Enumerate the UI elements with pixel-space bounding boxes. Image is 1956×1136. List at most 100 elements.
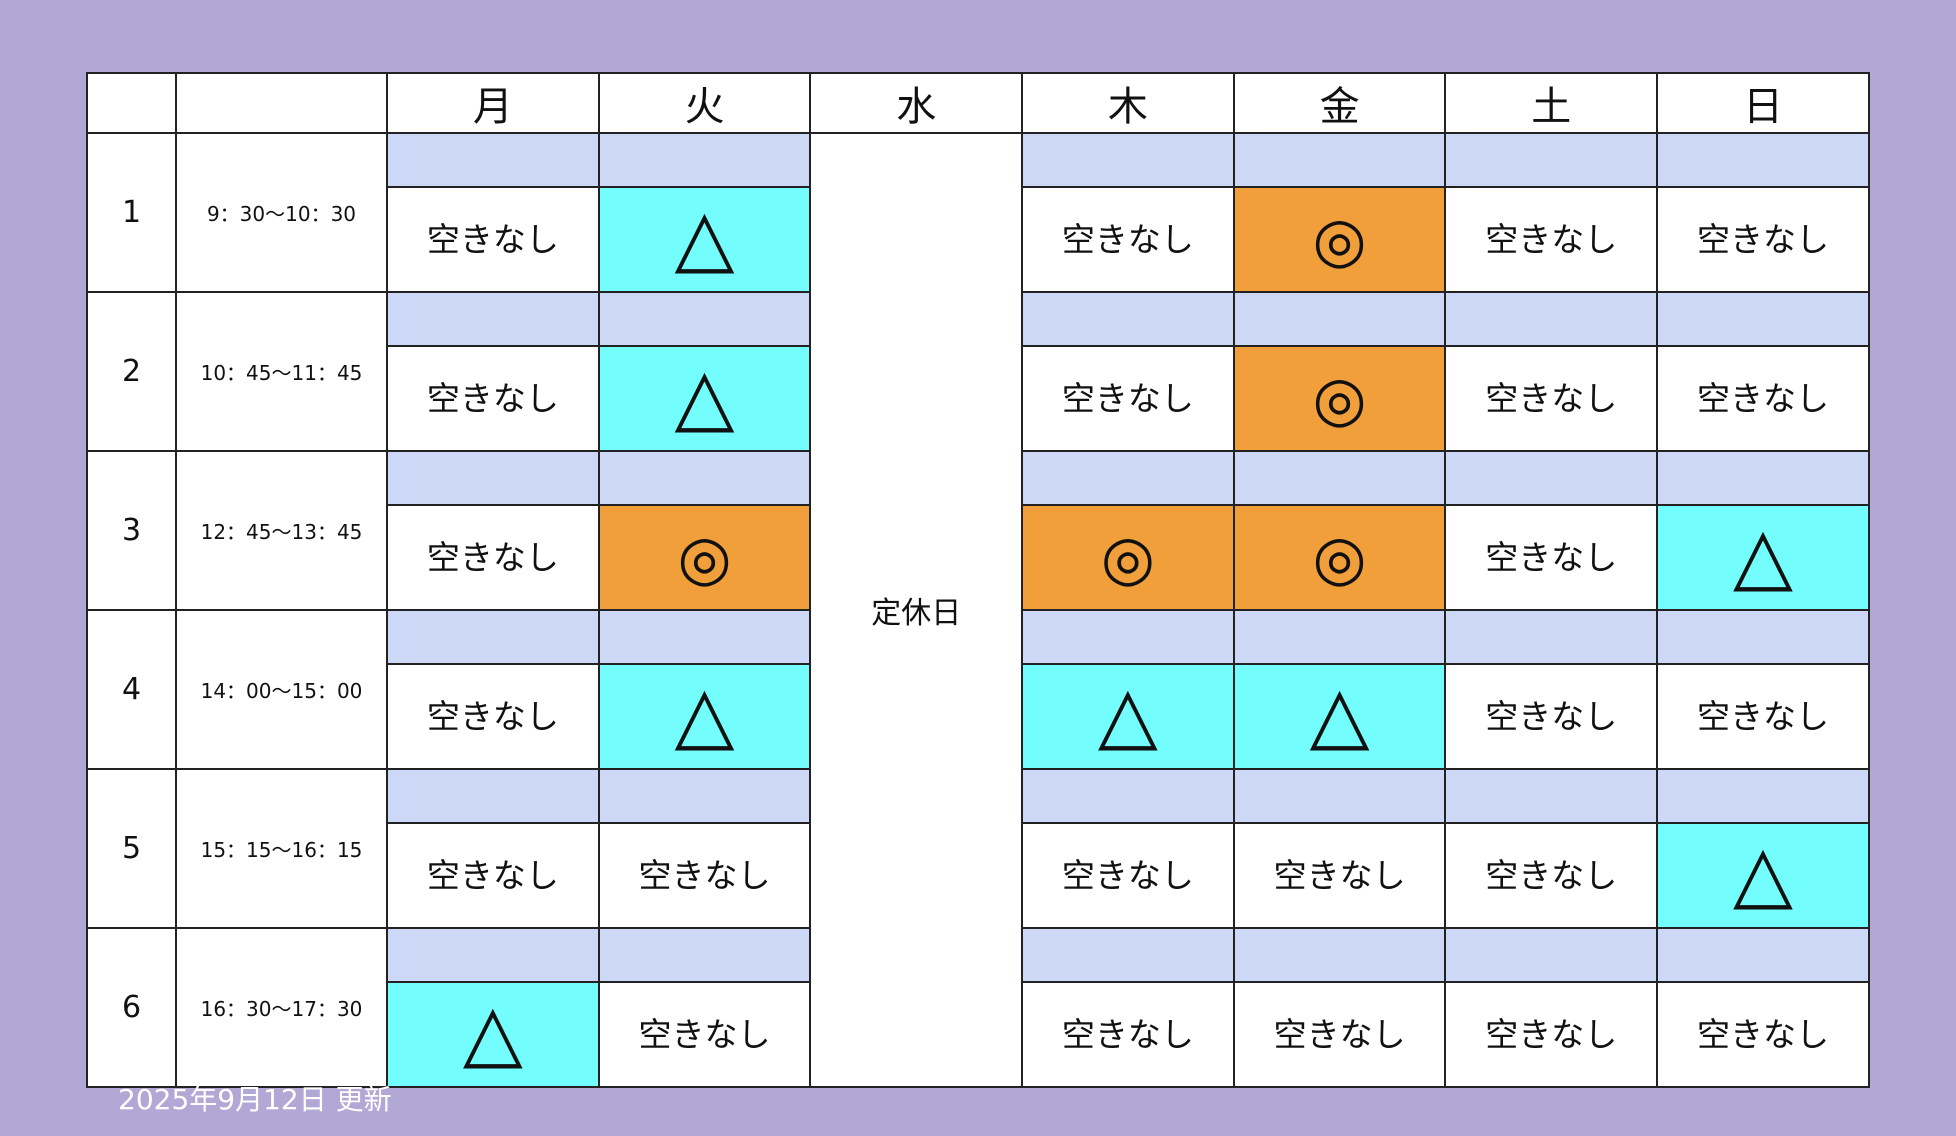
slot-time: 12：45〜13：45 xyxy=(175,450,388,611)
availability-cell-none: 空きなし xyxy=(1021,981,1235,1088)
availability-cell-none: 空きなし xyxy=(1232,822,1447,929)
slot-row: 空きなし空きなし空きなし空きなし空きなし△ xyxy=(87,822,1870,929)
slot-time: 9：30〜10：30 xyxy=(175,132,388,293)
double-circle-symbol: ◎ xyxy=(1312,202,1367,276)
band-cell xyxy=(597,768,812,824)
slot-number: 6 xyxy=(86,927,177,1088)
availability-cell-none: 空きなし xyxy=(1444,663,1659,770)
band-cell xyxy=(1656,450,1870,506)
no-availability-text: 空きなし xyxy=(1696,1015,1829,1054)
header-blank-num xyxy=(86,72,177,134)
no-availability-text: 空きなし xyxy=(638,856,771,895)
triangle-symbol: △ xyxy=(1732,828,1793,919)
availability-cell-none: 空きなし xyxy=(597,981,812,1088)
slot-row: 空きなし△△△空きなし空きなし xyxy=(87,663,1870,770)
double-circle-symbol: ◎ xyxy=(1312,520,1367,594)
availability-cell-none: 空きなし xyxy=(597,822,812,929)
band-cell xyxy=(1021,609,1235,665)
availability-cell-none: 空きなし xyxy=(1021,822,1235,929)
availability-cell-none: 空きなし xyxy=(386,186,600,293)
availability-cell-few: △ xyxy=(597,186,812,293)
no-availability-text: 空きなし xyxy=(426,379,559,418)
band-cell xyxy=(1444,927,1659,983)
availability-cell-open: ◎ xyxy=(1232,504,1447,611)
band-cell xyxy=(386,927,600,983)
band-cell xyxy=(1232,291,1447,347)
availability-cell-open: ◎ xyxy=(1232,345,1447,452)
band-cell xyxy=(1656,132,1870,188)
availability-cell-none: 空きなし xyxy=(1444,186,1659,293)
double-circle-symbol: ◎ xyxy=(1100,520,1155,594)
band-cell xyxy=(1444,609,1659,665)
band-cell xyxy=(597,609,812,665)
band-cell xyxy=(1444,450,1659,506)
availability-cell-none: 空きなし xyxy=(1232,981,1447,1088)
slot-number: 5 xyxy=(86,768,177,929)
day-header: 土 xyxy=(1444,72,1659,134)
availability-cell-open: ◎ xyxy=(1232,186,1447,293)
day-header: 月 xyxy=(386,72,600,134)
band-cell xyxy=(1021,450,1235,506)
no-availability-text: 空きなし xyxy=(426,220,559,259)
availability-cell-none: 空きなし xyxy=(1656,981,1870,1088)
availability-cell-none: 空きなし xyxy=(1656,663,1870,770)
band-cell xyxy=(386,450,600,506)
band-cell xyxy=(1656,927,1870,983)
availability-cell-none: 空きなし xyxy=(1444,981,1659,1088)
header-blank-time xyxy=(175,72,388,134)
no-availability-text: 空きなし xyxy=(1061,379,1194,418)
header-row: 月 火 水 木 金 土 日 xyxy=(86,72,1870,134)
slot-row: 空きなし△空きなし◎空きなし空きなし xyxy=(87,345,1870,452)
band-cell xyxy=(386,132,600,188)
band-cell xyxy=(597,132,812,188)
slot-number: 2 xyxy=(86,291,177,452)
slot-number: 1 xyxy=(86,132,177,293)
triangle-symbol: △ xyxy=(674,351,735,442)
band-cell xyxy=(597,927,812,983)
availability-cell-few: △ xyxy=(386,981,600,1088)
band-cell xyxy=(1232,450,1447,506)
slot-row: 空きなし△空きなし◎空きなし空きなし xyxy=(87,186,1870,293)
band-cell xyxy=(1656,291,1870,347)
availability-cell-few: △ xyxy=(597,345,812,452)
availability-cell-none: 空きなし xyxy=(1444,345,1659,452)
band-cell xyxy=(386,291,600,347)
availability-cell-none: 空きなし xyxy=(1656,186,1870,293)
band-cell xyxy=(1232,768,1447,824)
availability-cell-few: △ xyxy=(597,663,812,770)
day-header: 木 xyxy=(1021,72,1235,134)
triangle-symbol: △ xyxy=(1097,669,1158,760)
no-availability-text: 空きなし xyxy=(1061,1015,1194,1054)
no-availability-text: 空きなし xyxy=(1485,1015,1618,1054)
slot-time: 14：00〜15：00 xyxy=(175,609,388,770)
no-availability-text: 空きなし xyxy=(1485,220,1618,259)
slot-time: 10：45〜11：45 xyxy=(175,291,388,452)
no-availability-text: 空きなし xyxy=(1696,379,1829,418)
availability-cell-none: 空きなし xyxy=(1021,345,1235,452)
updated-date: 2025年9月12日 更新 xyxy=(118,1083,392,1116)
availability-cell-none: 空きなし xyxy=(1444,822,1659,929)
availability-cell-few: △ xyxy=(1232,663,1447,770)
day-header: 日 xyxy=(1656,72,1870,134)
band-cell xyxy=(597,450,812,506)
slot-time: 15：15〜16：15 xyxy=(175,768,388,929)
no-availability-text: 空きなし xyxy=(1696,220,1829,259)
band-cell xyxy=(597,291,812,347)
triangle-symbol: △ xyxy=(674,192,735,283)
band-cell xyxy=(386,609,600,665)
no-availability-text: 空きなし xyxy=(1485,538,1618,577)
triangle-symbol: △ xyxy=(1732,510,1793,601)
no-availability-text: 空きなし xyxy=(426,538,559,577)
slot-row: △空きなし空きなし空きなし空きなし空きなし xyxy=(87,981,1870,1088)
band-cell xyxy=(1021,768,1235,824)
no-availability-text: 空きなし xyxy=(1696,697,1829,736)
band-cell xyxy=(1021,927,1235,983)
no-availability-text: 空きなし xyxy=(426,697,559,736)
no-availability-text: 空きなし xyxy=(638,1015,771,1054)
